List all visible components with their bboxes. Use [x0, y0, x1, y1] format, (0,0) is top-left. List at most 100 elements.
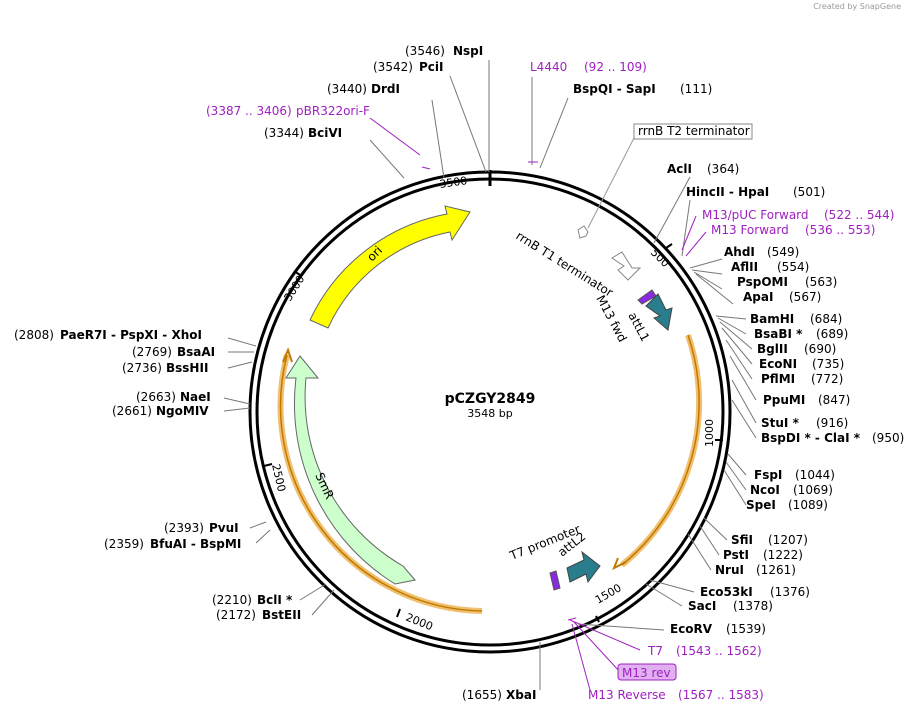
m13fwd-label: M13 fwd — [593, 293, 629, 345]
site-bsaai: BsaAI — [177, 345, 215, 359]
primer-pbr322ori-f-range: (3387 .. 3406) — [206, 104, 292, 118]
site-pos-psti: (1222) — [763, 548, 803, 562]
site-pos-bfuai: (2359) — [104, 537, 144, 551]
rrnb-t1-terminator: rrnB T1 terminator — [513, 229, 642, 300]
site-acli: AclI — [667, 162, 692, 176]
rrnb-t1-label: rrnB T1 terminator — [513, 229, 615, 300]
site-pos-econi: (735) — [812, 357, 844, 371]
plasmid-name: pCZGY2849 — [445, 391, 536, 407]
attl1-feature: attL1 — [625, 293, 673, 344]
left-connectors — [223, 139, 405, 616]
site-bsteii: BstEII — [262, 608, 301, 622]
site-ahdi: AhdI — [724, 245, 755, 259]
site-paer7i-pspxi-xhoi: PaeR7I - PspXI - XhoI — [60, 328, 202, 342]
site-drdi: DrdI — [371, 82, 400, 96]
backbone-circles — [248, 170, 732, 654]
right-site-labels: (3546) NspI (3542) PciI (3440) DrdI BspQ… — [327, 44, 904, 702]
site-pos-saci: (1378) — [733, 599, 773, 613]
rrnb-t2-label: rrnB T2 terminator — [638, 124, 750, 138]
tick-label-1500: 1500 — [593, 581, 624, 606]
site-bamhi: BamHI — [750, 312, 794, 326]
snapgene-credit: Created by SnapGene — [813, 2, 901, 11]
created-by-text: Created by — [813, 2, 858, 11]
left-site-labels: (3344) BciVI (2808) PaeR7I - PspXI - Xho… — [14, 126, 342, 622]
primer-pbr322ori-f: pBR322ori-F — [296, 104, 370, 118]
primer-m13-forward-range: (536 .. 553) — [805, 223, 875, 237]
ori-feature: ori — [309, 205, 471, 329]
site-pos-aflii: (554) — [777, 260, 809, 274]
attl1-label: attL1 — [625, 310, 652, 344]
primer-labels: L4440 (92 .. 109) (3387 .. 3406) pBR322o… — [206, 60, 894, 702]
site-pos-fspi: (1044) — [795, 468, 835, 482]
primer-l4440: L4440 — [530, 60, 567, 74]
site-hincii-hpai: HincII - HpaI — [686, 185, 769, 199]
site-apai: ApaI — [743, 290, 773, 304]
site-pos-bspqi-sapi: (111) — [680, 82, 712, 96]
primer-l4440-range: (92 .. 109) — [584, 60, 647, 74]
site-pspomi: PspOMI — [737, 275, 788, 289]
site-pos-sfii: (1207) — [768, 533, 808, 547]
site-pos-nrui: (1261) — [756, 563, 796, 577]
site-pos-pflmi: (772) — [811, 372, 843, 386]
site-pos-xbai: (1655) — [462, 688, 502, 702]
primer-m13-puc-forward: M13/pUC Forward — [702, 208, 809, 222]
site-pos-bsabi: (689) — [816, 327, 848, 341]
plasmid-size: 3548 bp — [467, 407, 512, 420]
site-bsshii: BssHII — [166, 361, 208, 375]
site-bglii: BglII — [757, 342, 788, 356]
site-nrui: NruI — [715, 563, 744, 577]
site-pos-hincii-hpai: (501) — [793, 185, 825, 199]
snapgene-logo: SnapGene — [859, 2, 901, 11]
rrnb-t2-box — [633, 123, 753, 140]
site-pflmi: PflMI — [761, 372, 795, 386]
site-pos-acli: (364) — [707, 162, 739, 176]
site-bcli: BclI * — [257, 593, 293, 607]
primer-m13-rev-box — [617, 663, 677, 681]
site-pos-ahdi: (549) — [767, 245, 799, 259]
site-bcivi: BciVI — [308, 126, 342, 140]
site-bsabi: BsaBI * — [754, 327, 803, 341]
primer-m13-reverse-range: (1567 .. 1583) — [678, 688, 764, 702]
site-pos-bamhi: (684) — [810, 312, 842, 326]
site-pos-bspdi-clai: (950) — [872, 431, 904, 445]
site-pos-bsshii: (2736) — [122, 361, 162, 375]
site-pos-stui: (916) — [816, 416, 848, 430]
site-bspqi-sapi: BspQI - SapI — [573, 82, 656, 96]
site-pos-paer7i: (2808) — [14, 328, 54, 342]
smr-feature: SmR — [285, 355, 416, 585]
site-econi: EcoNI — [759, 357, 797, 371]
site-pos-bsaai: (2769) — [132, 345, 172, 359]
site-pos-bcivi: (3344) — [264, 126, 304, 140]
site-spei: SpeI — [746, 498, 776, 512]
orf-right — [612, 334, 703, 571]
tick-label-3500: 3500 — [439, 174, 469, 191]
right-connectors — [431, 60, 757, 690]
site-nspi: NspI — [453, 44, 483, 58]
site-ecorv: EcoRV — [670, 622, 713, 636]
site-pos-ppumi: (847) — [818, 393, 850, 407]
site-psti: PstI — [723, 548, 749, 562]
site-ncoi: NcoI — [750, 483, 780, 497]
primer-m13-rev: M13 rev — [622, 666, 671, 680]
site-ngomiv: NgoMIV — [156, 404, 209, 418]
site-pos-bsteii: (2172) — [216, 608, 256, 622]
primer-m13-forward: M13 Forward — [711, 223, 789, 237]
site-saci: SacI — [688, 599, 716, 613]
site-pos-naei: (2663) — [136, 390, 176, 404]
tick-label-1000: 1000 — [703, 419, 716, 447]
site-stui: StuI * — [761, 416, 800, 430]
primer-t7-range: (1543 .. 1562) — [676, 644, 762, 658]
site-fspi: FspI — [754, 468, 782, 482]
site-pcii: PciI — [419, 60, 444, 74]
site-pos-bglii: (690) — [804, 342, 836, 356]
site-pos-ecorv: (1539) — [726, 622, 766, 636]
orf-left — [277, 347, 483, 614]
site-pos-apai: (567) — [789, 290, 821, 304]
site-pos-drdi: (3440) — [327, 82, 367, 96]
site-pvui: PvuI — [209, 521, 239, 535]
site-ppumi: PpuMI — [763, 393, 805, 407]
site-pos-eco53ki: (1376) — [770, 585, 810, 599]
tick-label-2500: 2500 — [269, 463, 288, 493]
primer-m13-reverse: M13 Reverse — [588, 688, 666, 702]
